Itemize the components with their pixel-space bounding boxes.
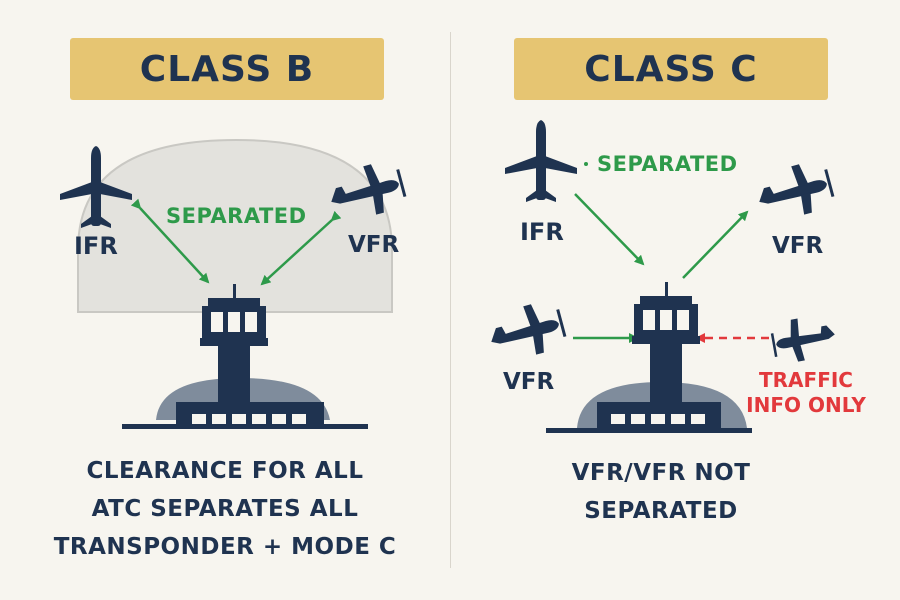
class-c-panel: CLASS C bbox=[451, 0, 900, 600]
class-b-ifr-separation-arrow bbox=[130, 198, 210, 284]
class-c-separated-dot bbox=[584, 162, 588, 166]
class-b-title-banner: CLASS B bbox=[70, 38, 384, 100]
class-c-title: CLASS C bbox=[584, 48, 758, 90]
class-b-vfr-separation-arrow bbox=[260, 210, 342, 286]
class-c-ifr-arrow bbox=[574, 193, 645, 266]
panel-divider bbox=[450, 32, 451, 568]
class-b-ifr-label: IFR bbox=[74, 232, 118, 260]
class-b-rule-clearance: CLEARANCE FOR ALL bbox=[86, 458, 364, 484]
class-b-rule-transponder: TRANSPONDER + MODE C bbox=[53, 534, 397, 560]
class-c-vfr-top-arrow bbox=[682, 210, 749, 279]
class-c-traffic-line-2: INFO ONLY bbox=[746, 393, 866, 417]
class-c-rule-line-2: SEPARATED bbox=[584, 498, 738, 524]
class-c-scene bbox=[491, 120, 835, 433]
airliner-icon bbox=[505, 120, 577, 202]
class-c-traffic-line-1: TRAFFIC bbox=[759, 368, 853, 392]
class-b-vfr-label: VFR bbox=[348, 232, 400, 258]
prop-plane-icon bbox=[491, 304, 567, 355]
control-tower-icon bbox=[546, 282, 752, 433]
control-tower-icon bbox=[122, 284, 368, 429]
class-c-traffic-info: TRAFFIC INFO ONLY bbox=[731, 368, 881, 418]
class-c-separated-label: SEPARATED bbox=[597, 152, 738, 176]
class-c-vfr-bottom-label: VFR bbox=[503, 369, 555, 395]
airliner-icon bbox=[60, 146, 132, 228]
class-c-title-banner: CLASS C bbox=[514, 38, 828, 100]
prop-plane-icon bbox=[331, 164, 407, 215]
class-c-ifr-label: IFR bbox=[520, 218, 564, 246]
class-b-rule-separation: ATC SEPARATES ALL bbox=[91, 496, 359, 522]
class-b-separated-label: SEPARATED bbox=[166, 204, 307, 228]
class-c-rule-line-1: VFR/VFR NOT bbox=[571, 460, 751, 486]
class-c-rules: VFR/VFR NOT SEPARATED bbox=[491, 454, 831, 530]
class-c-vfr-top-label: VFR bbox=[772, 233, 824, 259]
prop-plane-icon bbox=[770, 318, 835, 362]
class-b-rules: CLEARANCE FOR ALL ATC SEPARATES ALL TRAN… bbox=[50, 452, 400, 566]
prop-plane-icon bbox=[759, 164, 835, 215]
class-b-title: CLASS B bbox=[139, 48, 315, 90]
class-b-panel: CLASS B bbox=[50, 38, 407, 566]
class-b-scene bbox=[60, 138, 407, 429]
